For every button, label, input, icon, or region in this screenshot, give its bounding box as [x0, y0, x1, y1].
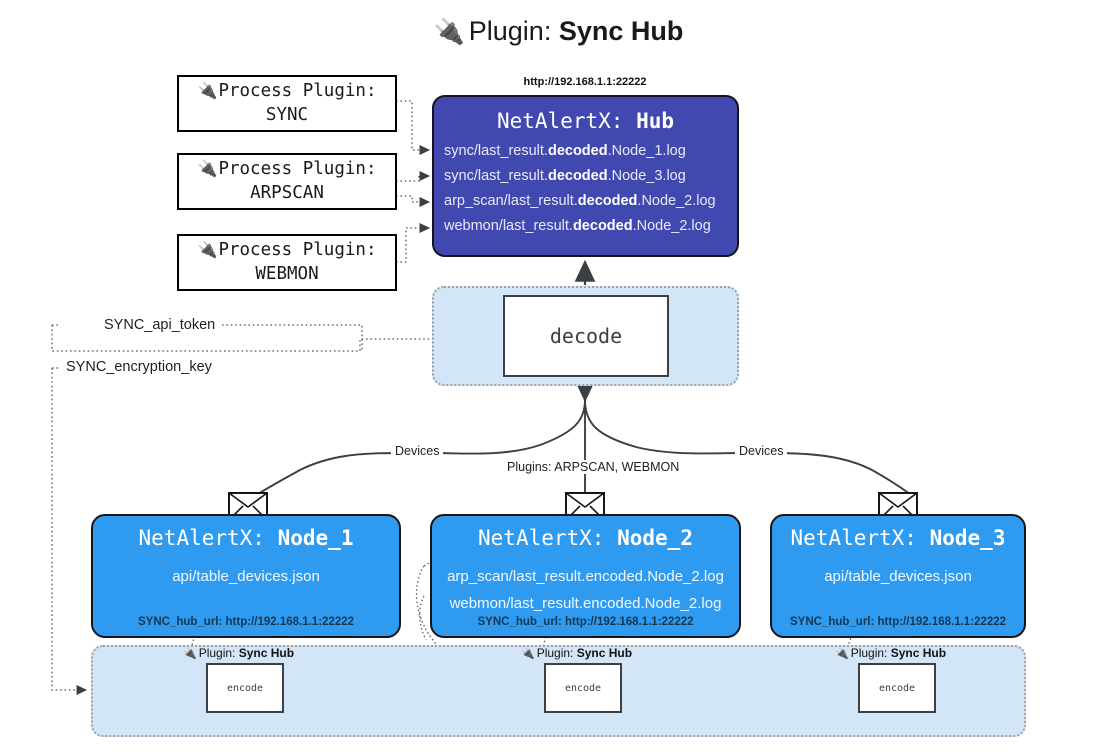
encode-box-1[interactable]: encode	[206, 663, 284, 713]
node-line-list: api/table_devices.json	[772, 563, 1024, 590]
encode-plugin-label-2: 🔌Plugin: Sync Hub	[521, 646, 633, 660]
process-plugin-name: SYNC	[265, 104, 309, 125]
decode-box[interactable]: decode	[503, 295, 669, 377]
hub-title: NetAlertX: Hub	[434, 109, 737, 133]
process-plugin-sync[interactable]: 🔌Process Plugin: SYNC	[177, 75, 397, 132]
sync-encryption-key-label: SYNC_encryption_key	[62, 359, 216, 375]
encode-box-2[interactable]: encode	[544, 663, 622, 713]
node-title: NetAlertX: Node_2	[432, 526, 739, 550]
node-line: arp_scan/last_result.encoded.Node_2.log	[447, 568, 724, 585]
process-plugin-header: 🔌Process Plugin:	[198, 80, 377, 104]
node-title-prefix: NetAlertX:	[478, 526, 605, 550]
hub-log-line: webmon/last_result.decoded.Node_2.log	[444, 218, 711, 234]
node-card-node-2[interactable]: NetAlertX: Node_2 arp_scan/last_result.e…	[430, 514, 741, 638]
node-title-name: Node_2	[617, 526, 693, 550]
plug-icon: 🔌	[197, 158, 218, 178]
encode-plugin-label-3: 🔌Plugin: Sync Hub	[835, 646, 947, 660]
node-title: NetAlertX: Node_1	[93, 526, 399, 550]
node-title-prefix: NetAlertX:	[790, 526, 917, 550]
page-title-value: Sync Hub	[558, 16, 684, 46]
node-card-node-1[interactable]: NetAlertX: Node_1 api/table_devices.json…	[91, 514, 401, 638]
node-title: NetAlertX: Node_3	[772, 526, 1024, 550]
node-hub-url: SYNC_hub_url: http://192.168.1.1:22222	[789, 616, 1007, 628]
node-hub-url: SYNC_hub_url: http://192.168.1.1:22222	[137, 616, 355, 628]
plug-icon: 🔌	[197, 80, 218, 100]
node-title-name: Node_3	[929, 526, 1006, 550]
process-plugin-name: WEBMON	[255, 263, 319, 284]
process-plugin-name: ARPSCAN	[250, 182, 324, 203]
plug-icon: 🔌	[433, 18, 465, 46]
process-plugin-header: 🔌Process Plugin:	[198, 158, 377, 182]
plug-icon: 🔌	[521, 648, 535, 660]
hub-log-line: arp_scan/last_result.decoded.Node_2.log	[444, 193, 716, 209]
edge-label-devices-left: Devices	[391, 444, 444, 458]
hub-log-line: sync/last_result.decoded.Node_1.log	[444, 143, 686, 159]
sync-api-token-label: SYNC_api_token	[100, 317, 220, 333]
plug-icon: 🔌	[183, 648, 197, 660]
process-plugin-webmon[interactable]: 🔌Process Plugin: WEBMON	[177, 234, 397, 291]
node-to-decode-edges	[257, 380, 911, 495]
page-title-label: Plugin:	[468, 16, 552, 46]
node-title-name: Node_1	[277, 526, 354, 550]
plug-icon: 🔌	[835, 648, 849, 660]
process-plugin-label: Process Plugin:	[218, 158, 377, 179]
edge-label-devices-right: Devices	[735, 444, 788, 458]
process-plugin-header: 🔌Process Plugin:	[198, 239, 377, 263]
encode-plugin-label-1: 🔌Plugin: Sync Hub	[183, 646, 295, 660]
process-plugin-label: Process Plugin:	[218, 239, 377, 260]
node-hub-url: SYNC_hub_url: http://192.168.1.1:22222	[477, 616, 694, 628]
hub-log-list: sync/last_result.decoded.Node_1.log sync…	[434, 139, 737, 239]
node-line-list: arp_scan/last_result.encoded.Node_2.log …	[432, 563, 739, 617]
page-title: 🔌Plugin: Sync Hub	[0, 16, 1117, 47]
hub-card[interactable]: NetAlertX: Hub sync/last_result.decoded.…	[432, 95, 739, 257]
node-title-prefix: NetAlertX:	[138, 526, 265, 550]
hub-title-name: Hub	[636, 109, 675, 133]
node-line: api/table_devices.json	[172, 568, 320, 585]
node-line: webmon/last_result.encoded.Node_2.log	[449, 595, 722, 612]
hub-url-label: http://192.168.1.1:22222	[523, 76, 647, 88]
plugin-to-hub-wires	[396, 100, 431, 263]
node-line-list: api/table_devices.json	[93, 563, 399, 590]
process-plugin-arpscan[interactable]: 🔌Process Plugin: ARPSCAN	[177, 153, 397, 210]
edge-label-plugins: Plugins: ARPSCAN, WEBMON	[503, 460, 684, 474]
process-plugin-label: Process Plugin:	[218, 80, 377, 101]
node-card-node-3[interactable]: NetAlertX: Node_3 api/table_devices.json…	[770, 514, 1026, 638]
plug-icon: 🔌	[197, 239, 218, 259]
encode-box-3[interactable]: encode	[858, 663, 936, 713]
hub-log-line: sync/last_result.decoded.Node_3.log	[444, 168, 686, 184]
node-line: api/table_devices.json	[824, 568, 972, 585]
hub-title-prefix: NetAlertX:	[496, 109, 624, 133]
